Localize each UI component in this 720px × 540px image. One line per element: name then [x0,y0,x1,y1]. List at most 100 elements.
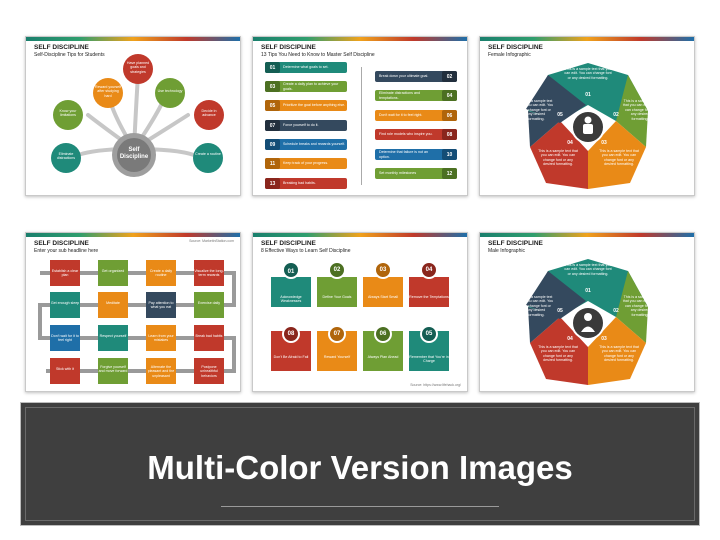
way-number: 04 [420,261,438,279]
segment-number: 03 [601,336,607,342]
slide-title: SELF DISCIPLINE [34,240,89,247]
slide-title: SELF DISCIPLINE [261,240,316,247]
slide-title: SELF DISCIPLINE [488,44,543,51]
way-card: Remove the Temptations [409,277,449,307]
tip-pill: Determine that failure is not an option. [375,149,457,160]
tip-pill: Breaking bad habits. [265,178,347,189]
segment-text: This is a sample text that you can edit.… [518,99,554,121]
step-card: Postpone unhealthful behaviors [194,358,224,384]
tip-label: Know your limitations [59,109,77,118]
step-card: Learn from your mistakes [146,325,176,351]
segment-number: 02 [613,308,619,314]
tip-number: 07 [265,120,280,131]
bottom-banner: Multi-Color Version Images [20,402,700,526]
center-label: Self Discipline [119,147,149,160]
slide-title: SELF DISCIPLINE [261,44,316,51]
step-card: Visualize the long-term rewards [194,260,224,286]
slide-title: SELF DISCIPLINE [34,44,89,51]
way-card: Acknowledge Weaknesses [271,277,311,307]
tip-label: Decide in advance [201,109,217,118]
step-card: Break bad habits [194,325,224,351]
step-card: Don't wait for it to feel right [50,325,80,351]
tip-number: 03 [265,81,280,92]
tips-diagram [51,54,224,177]
step-card: Create a daily routine [146,260,176,286]
slide-subtitle: Female Infographic [488,52,531,58]
thumbnail-male-infographic[interactable]: SELF DISCIPLINE Male Infographic This is… [479,232,695,392]
color-bar [26,37,240,41]
color-bar [253,233,467,237]
slide-subtitle: 13 Tips You Need to Know to Master Self … [261,52,375,58]
color-bar [480,233,694,237]
way-number: 02 [328,261,346,279]
step-card: Meditate [98,292,128,318]
step-card: Get enough sleep [50,292,80,318]
tip-number: 06 [442,110,457,121]
slide-subtitle: Enter your sub headline here [34,248,99,254]
pentagon-diagram [526,63,648,189]
tip-pill: Set monthly milestones [375,168,457,179]
banner-frame [25,407,695,521]
slide-subtitle: Self-Discipline Tips for Students [34,52,105,58]
tip-number: 10 [442,149,457,160]
tip-label: Have planned goals and strategies [126,61,150,74]
tip-pill: Don't wait for it to feel right. [375,110,457,121]
segment-text: This is a sample text that you can edit.… [599,149,639,167]
segment-text: This is a sample text that you can edit.… [622,99,658,121]
step-card: Respect yourself [98,325,128,351]
slide-subtitle: Male Infographic [488,248,525,254]
segment-number: 05 [557,112,563,118]
thumbnail-13-tips[interactable]: SELF DISCIPLINE 13 Tips You Need to Know… [252,36,468,196]
tip-pill: Force yourself to do it. [265,120,347,131]
segment-number: 05 [557,308,563,314]
way-number: 05 [420,325,438,343]
segment-number: 03 [601,140,607,146]
way-number: 08 [282,325,300,343]
color-bar [253,37,467,41]
step-card: Pay attention to what you eat [146,292,176,318]
slide-title: SELF DISCIPLINE [488,240,543,247]
thumbnail-female-infographic[interactable]: SELF DISCIPLINE Female Infographic This … [479,36,695,196]
tip-number: 08 [442,129,457,140]
source-note: Source: https://www.lifehack.org/ [410,383,461,387]
step-card: Exercise daily [194,292,224,318]
way-card: Always Start Small [363,277,403,307]
segment-number: 02 [613,112,619,118]
segment-text: This is a sample text that you can edit.… [599,345,639,363]
way-card: Define Your Goals [317,277,357,307]
tip-number: 05 [265,100,280,111]
source-note: Source: MarketinStation.com [189,239,234,243]
tip-number: 11 [265,158,280,169]
thumbnail-self-discipline-tips-students[interactable]: SELF DISCIPLINE Self-Discipline Tips for… [25,36,241,196]
tip-pill: Schedule breaks and rewards yourself. [265,139,347,150]
slide-subtitle: 8 Effective Ways to Learn Self Disciplin… [261,248,351,254]
tip-number: 04 [442,90,457,101]
tip-pill: Determine what goals to set. [265,62,347,73]
color-bar [26,233,240,237]
segment-number: 04 [567,140,573,146]
tip-pill: Eliminate distractions and temptations. [375,90,457,101]
center-line [361,67,362,185]
segment-text: This is a sample text that you can edit.… [564,263,612,276]
tip-pill: Break down your ultimate goal. [375,71,457,82]
pentagon-diagram [526,259,648,385]
segment-number: 01 [585,92,591,98]
way-number: 06 [374,325,392,343]
tip-number: 13 [265,178,280,189]
segment-text: This is a sample text that you can edit.… [518,295,554,317]
step-card: Establish a clear plan [50,260,80,286]
way-number: 01 [282,261,300,279]
tip-number: 02 [442,71,457,82]
segment-text: This is a sample text that you can edit.… [538,149,578,167]
snake-path [38,271,236,373]
tip-pill: Find role models who inspire you. [375,129,457,140]
tip-number: 12 [442,168,457,179]
tip-number: 01 [265,62,280,73]
segment-text: This is a sample text that you can edit.… [564,67,612,80]
way-number: 03 [374,261,392,279]
tip-number: 09 [265,139,280,150]
step-card: Alternate the pleasant and the unpleasan… [146,358,176,384]
thumbnail-self-discipline-steps[interactable]: SELF DISCIPLINE Enter your sub headline … [25,232,241,392]
thumbnail-8-effective-ways[interactable]: SELF DISCIPLINE 8 Effective Ways to Lear… [252,232,468,392]
step-card: Forgive yourself and move forward [98,358,128,384]
